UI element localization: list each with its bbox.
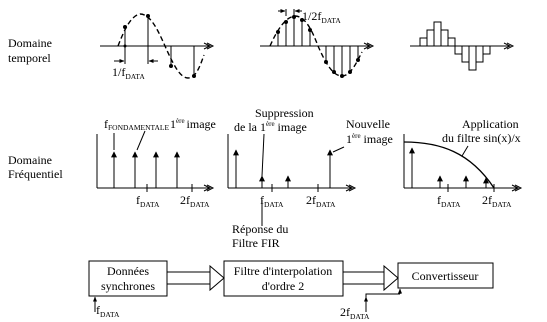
2fdata-label-1: 2fDATA: [180, 193, 210, 209]
sinc-leader: [461, 145, 469, 157]
block1-label-line2: synchrones: [101, 279, 155, 293]
half-period-label: 1/2fDATA: [302, 9, 341, 25]
time-domain-label-line1: Domaine: [8, 36, 52, 50]
interpolated-stems: [276, 15, 360, 78]
block3-label: Convertisseur: [412, 269, 479, 283]
time-panel-interpolated: 1/2fDATA: [260, 9, 375, 78]
axis-arrow-icon: [363, 42, 372, 50]
fdata-label-2: fDATA: [260, 193, 284, 209]
sine-envelope-2: [269, 15, 363, 77]
period-label: 1/fDATA: [112, 65, 145, 81]
freq-panel-fir: Suppression de la 1ère image Nouvelle 1è…: [227, 106, 393, 250]
axis-arrow-icon: [511, 184, 520, 192]
block-diagram: Données synchrones Filtre d'interpolatio…: [88, 260, 494, 321]
axis-arrow-icon: [203, 184, 212, 192]
application-label-line2: du filtre sin(x)/x: [442, 131, 521, 145]
clock-2fdata-wire: [365, 293, 400, 312]
freq-panel-sinc: Application du filtre sin(x)/x fDATA 2fD…: [403, 117, 523, 209]
block-donnees-synchrones: [88, 260, 168, 297]
axis-arrow-icon: [503, 42, 512, 50]
image-leader: [136, 130, 146, 151]
freq-domain-label-line2: Fréquentiel: [8, 167, 63, 181]
2fdata-label-3: 2fDATA: [482, 193, 512, 209]
time-panel-samples: 1/fDATA: [100, 13, 215, 81]
axis-arrow-icon: [206, 184, 215, 192]
new-image-label-line2: 1ère image: [346, 132, 393, 146]
time-panel-staircase: [410, 21, 515, 71]
2fdata-label-2: 2fDATA: [306, 193, 336, 209]
block2-label-line2: d'ordre 2: [262, 279, 304, 293]
block-filtre-interpolation: [223, 260, 344, 297]
time-domain-label-line2: temporel: [8, 51, 51, 65]
staircase-signal: [419, 21, 491, 71]
new-image-label-line1: Nouvelle: [346, 117, 390, 131]
bus-arrowhead-icon: [209, 264, 225, 292]
block-convertisseur: [397, 262, 494, 289]
clock-2fdata-label: 2fDATA: [340, 305, 370, 321]
fdata-label-1: fDATA: [136, 193, 160, 209]
axis-arrow-icon: [348, 184, 357, 192]
suppression-leader: [261, 133, 265, 177]
data-bus-arrow-2: [343, 271, 385, 285]
axis-arrow-icon: [506, 42, 515, 50]
new-image-leader: [332, 146, 345, 153]
clock-fdata-label: fDATA: [96, 303, 120, 319]
fdata-label-3: fDATA: [437, 193, 461, 209]
application-label-line1: Application: [462, 117, 519, 131]
bus-arrowhead-icon: [383, 264, 399, 292]
axis-arrow-icon: [206, 42, 215, 50]
fundamental-label: fFONDAMENTALE: [104, 117, 169, 132]
axis-arrow-icon: [514, 184, 523, 192]
block1-label-line1: Données: [107, 264, 149, 278]
fir-label-line1: Réponse du: [232, 222, 288, 236]
axis-arrow-icon: [203, 42, 212, 50]
sample-stems: [123, 14, 196, 78]
fir-label-line2: Filtre FIR: [232, 236, 280, 250]
axis-arrow-icon: [345, 184, 354, 192]
freq-domain-label-line1: Domaine: [8, 153, 52, 167]
suppression-label-line2: de la 1ère image: [234, 120, 307, 134]
axis-arrow-icon: [366, 42, 375, 50]
block2-label-line1: Filtre d'interpolation: [234, 264, 332, 278]
sinc-curve: [403, 141, 495, 189]
data-bus-arrow-1: [167, 271, 211, 285]
suppression-label-line1: Suppression: [255, 106, 314, 120]
